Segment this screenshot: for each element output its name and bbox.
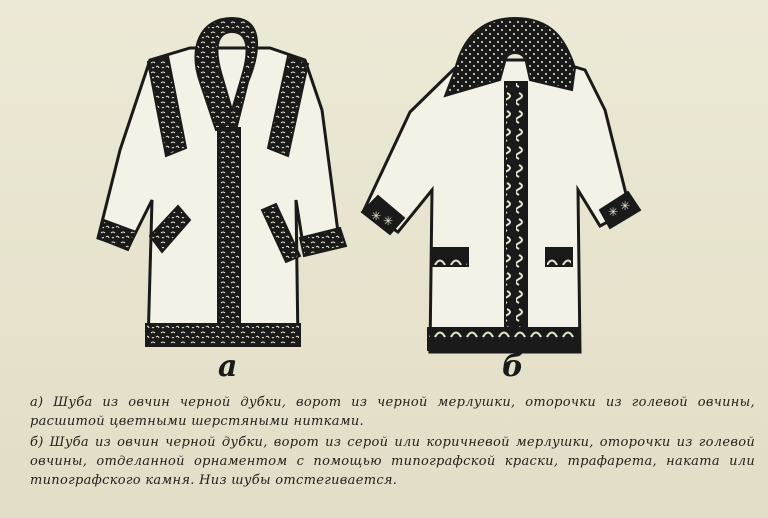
figure-caption: а) Шуба из овчин черной дубки, ворот из …: [30, 393, 755, 492]
coat-b-left-pocket: [431, 247, 469, 267]
coat-b-collar: [443, 16, 577, 98]
svg-text:✳: ✳: [371, 209, 381, 223]
coat-drawings: ✳ ✳ ✳ ✳: [96, 16, 642, 354]
coat-b-right-pocket: [545, 247, 573, 267]
coat-b: ✳ ✳ ✳ ✳: [360, 16, 642, 354]
coat-b-front-trim: [504, 81, 528, 349]
coat-a: [96, 16, 348, 347]
coat-b-body: [362, 58, 632, 354]
coat-a-hem: [145, 323, 301, 347]
illustration: ✳ ✳ ✳ ✳ а б: [96, 16, 642, 384]
coat-b-right-cuff: ✳ ✳: [598, 190, 642, 230]
coat-a-front-trim: [217, 127, 241, 329]
caption-b: б) Шуба из овчин черной дубки, ворот из …: [30, 435, 755, 488]
coat-a-right-pocket: [260, 202, 302, 264]
coat-a-left-shoulder-trim: [146, 54, 188, 158]
coat-a-collar: [194, 16, 259, 131]
figure-label-a: а: [218, 349, 238, 384]
caption-a: а) Шуба из овчин черной дубки, ворот из …: [30, 395, 755, 429]
coat-a-right-shoulder-trim: [266, 54, 310, 158]
svg-text:✳: ✳: [620, 199, 630, 213]
coat-b-hem: [427, 327, 579, 351]
svg-text:✳: ✳: [383, 214, 393, 228]
svg-text:✳: ✳: [608, 205, 618, 219]
figure-label-b: б: [502, 349, 524, 384]
coat-a-right-cuff: [298, 226, 348, 258]
coat-a-left-cuff: [96, 218, 138, 252]
coat-b-left-cuff: ✳ ✳: [360, 194, 406, 236]
coat-a-left-pocket: [148, 204, 192, 254]
